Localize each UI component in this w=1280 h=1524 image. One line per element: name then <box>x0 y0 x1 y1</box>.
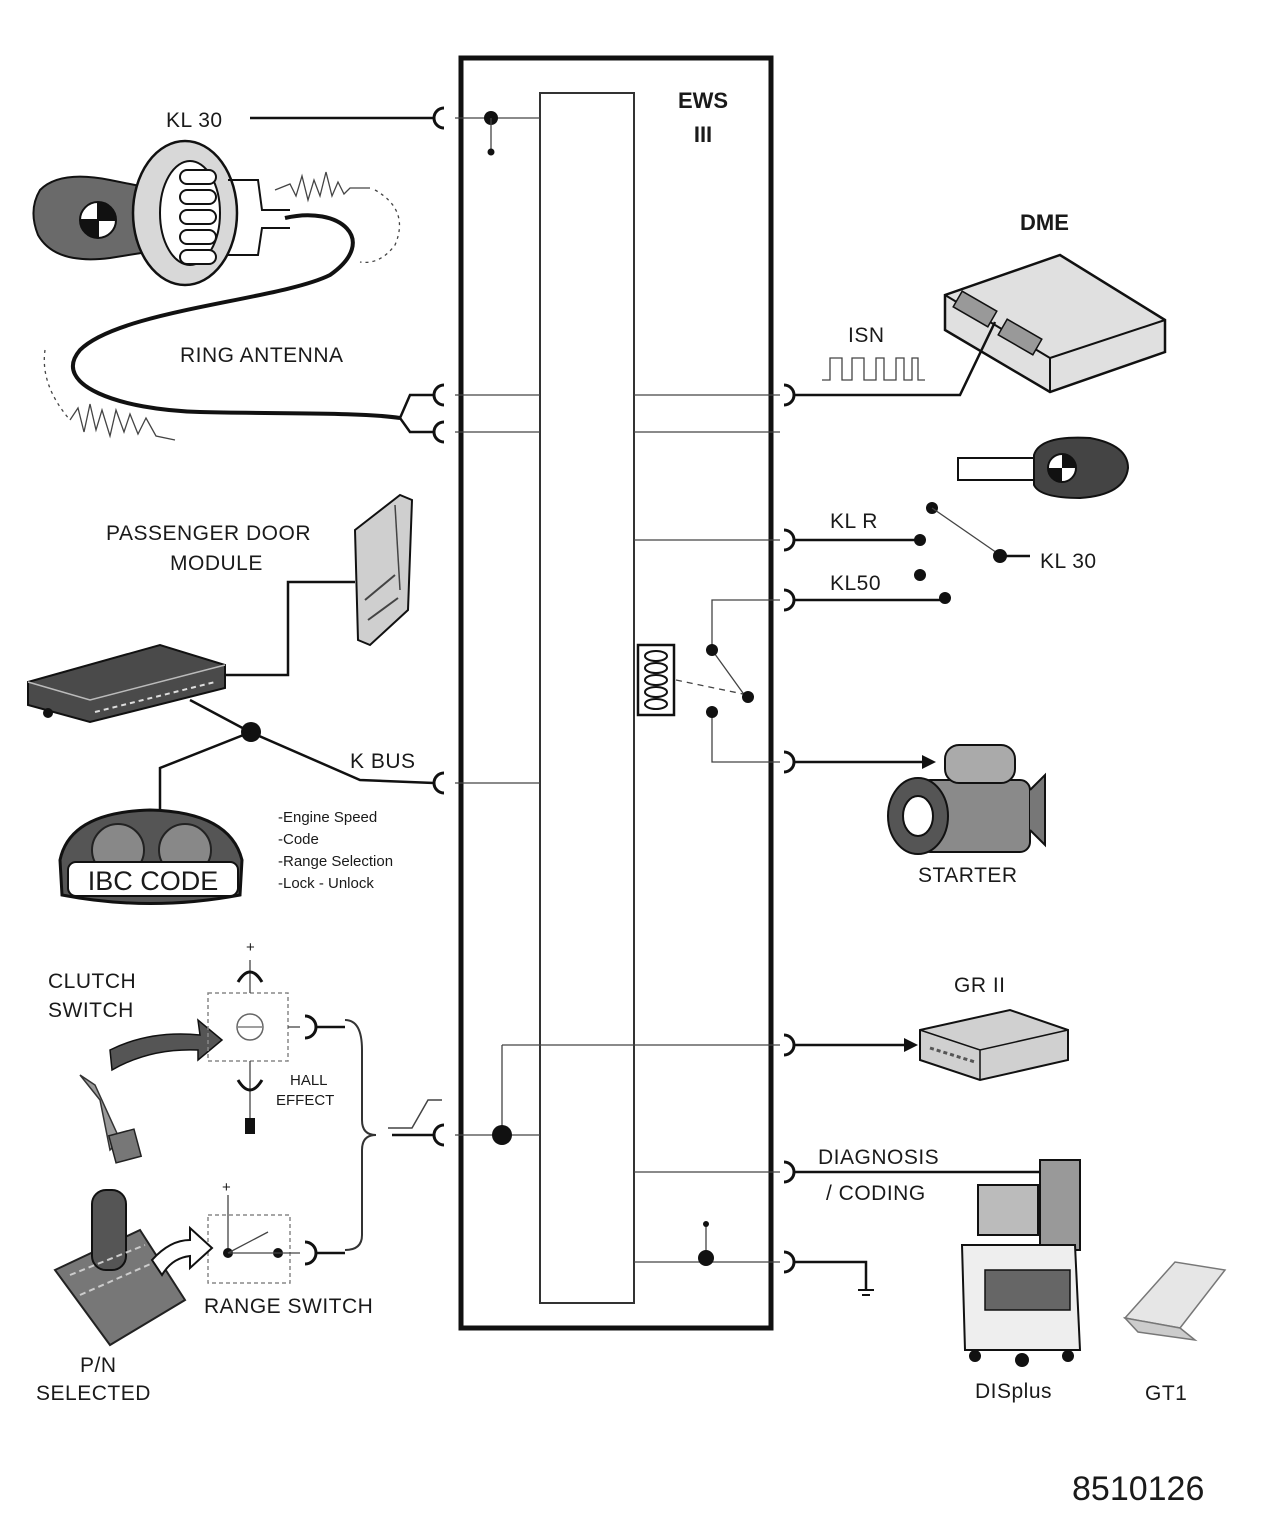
range-switch: + <box>207 1179 345 1284</box>
ews-subtitle: III <box>694 122 712 147</box>
klr-label: KL R <box>830 510 878 533</box>
ews-module: EWS III <box>458 55 774 1331</box>
diagnostic-cart-icon <box>960 1159 1082 1367</box>
kbus-note-3: -Range Selection <box>278 853 393 870</box>
right-connectors <box>783 383 796 1274</box>
hall-effect-label-1: HALL <box>290 1072 328 1089</box>
key-icon <box>957 436 1130 500</box>
ground-icon <box>858 1289 874 1296</box>
clutch-pedal-icon <box>79 1018 224 1164</box>
laptop-icon <box>1122 1261 1227 1342</box>
displus-label: DISplus <box>975 1380 1052 1403</box>
clutch-label-1: CLUTCH <box>48 970 136 993</box>
door-module-icon <box>353 493 414 647</box>
diagnosis-label-1: DIAGNOSIS <box>818 1146 939 1169</box>
dme-unit-icon <box>943 253 1167 394</box>
kbus-note-4: -Lock - Unlock <box>278 875 374 892</box>
kl50-label: KL50 <box>830 572 881 595</box>
kl30-right-label: KL 30 <box>1040 550 1097 573</box>
left-connectors <box>432 106 445 1147</box>
svg-text:+: + <box>222 1179 231 1196</box>
passenger-door-label-1: PASSENGER DOOR <box>106 522 311 545</box>
key-icon <box>32 175 161 261</box>
figure-number: 8510126 <box>1072 1470 1204 1508</box>
ews-title: EWS <box>678 88 728 113</box>
starter-label: STARTER <box>918 864 1018 887</box>
starter-motor-icon <box>887 744 1046 855</box>
dme-label: DME <box>1020 210 1069 235</box>
passenger-door-label-2: MODULE <box>170 552 263 575</box>
hall-effect-switch: + HALL EFFECT <box>207 939 345 1134</box>
gearbox-control-icon <box>919 1008 1069 1082</box>
kl30-top-label: KL 30 <box>166 109 223 132</box>
ring-antenna-icon <box>131 139 290 287</box>
pn-label-2: SELECTED <box>36 1382 151 1405</box>
grii-label: GR II <box>954 974 1006 997</box>
hall-effect-label-2: EFFECT <box>276 1092 334 1109</box>
svg-text:+: + <box>246 939 255 956</box>
kbus-label: K BUS <box>350 750 416 773</box>
diagnosis-label-2: / CODING <box>826 1182 926 1205</box>
kbus-note-2: -Code <box>278 831 319 848</box>
gt1-label: GT1 <box>1145 1382 1187 1405</box>
isn-label: ISN <box>848 324 885 347</box>
ring-antenna-label: RING ANTENNA <box>180 344 344 367</box>
ibc-code-label: IBC CODE <box>88 866 219 896</box>
relay-coil-icon <box>636 643 676 717</box>
pn-label-1: P/N <box>80 1354 117 1377</box>
kbus-note-1: -Engine Speed <box>278 809 377 826</box>
control-unit-icon <box>27 643 226 724</box>
clutch-label-2: SWITCH <box>48 999 134 1022</box>
instrument-cluster-icon: IBC CODE <box>58 808 244 905</box>
range-switch-label: RANGE SWITCH <box>204 1295 373 1318</box>
